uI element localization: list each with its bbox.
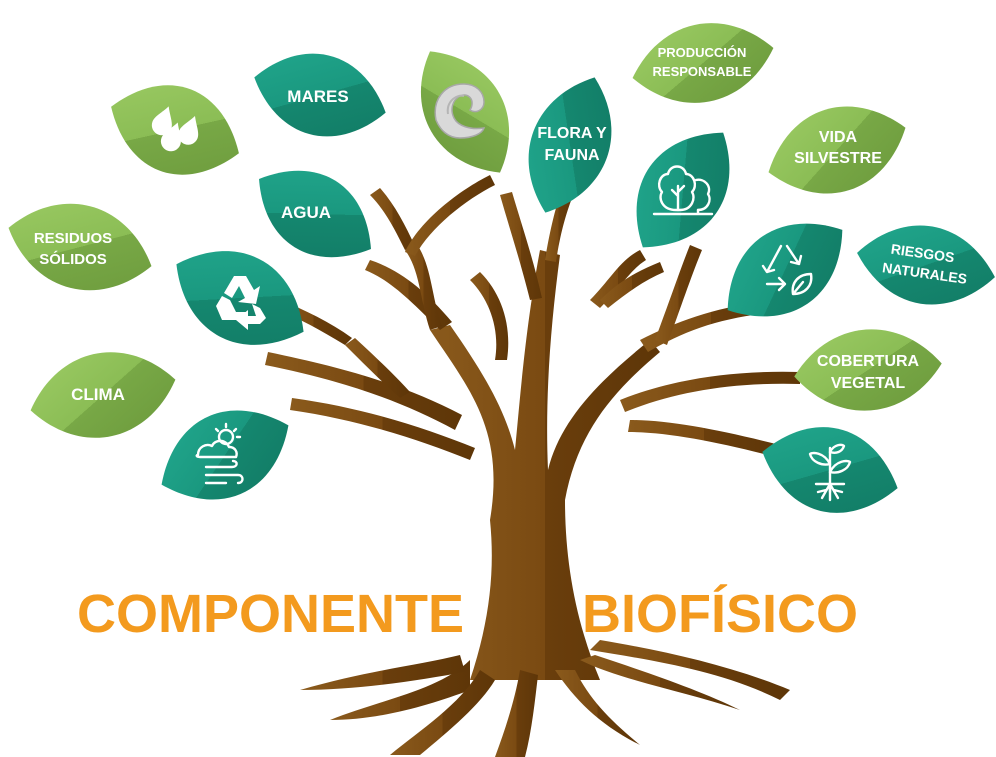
- leaf-recycle-icon: [761, 244, 813, 296]
- leaf-agua-label: AGUA: [281, 203, 331, 222]
- leaf-water-drops: [111, 85, 239, 175]
- leaf-riesgos: [857, 225, 995, 305]
- weather-icon: [195, 422, 244, 485]
- trees-icon: [652, 165, 714, 216]
- leaf-recycle: [176, 251, 304, 345]
- leaf-cobertura-line1: COBERTURA: [817, 353, 920, 370]
- leaf-trees: [636, 132, 730, 248]
- leaf-flora-line2: FAUNA: [544, 147, 600, 164]
- leaf-residuos-solidos: [8, 203, 152, 291]
- leaf-produccion: [632, 23, 774, 103]
- wave-icon: [434, 83, 486, 139]
- leaf-vida-line1: VIDA: [819, 129, 858, 146]
- leaf-produccion-line2: RESPONSABLE: [653, 64, 752, 79]
- leaf-mares: [254, 53, 386, 137]
- leaf-produccion-line1: PRODUCCIÓN: [658, 45, 747, 60]
- title-right: BIOFÍSICO: [582, 584, 858, 644]
- leaf-cobertura: [794, 329, 942, 411]
- leaf-residuos-line2: SÓLIDOS: [39, 250, 107, 268]
- leaf-clima: [30, 352, 176, 438]
- leaf-weather: [161, 410, 289, 500]
- leaf-residuos-line1: RESIDUOS: [34, 230, 112, 247]
- leaf-cobertura-line2: VEGETAL: [831, 375, 906, 392]
- recycle-icon: [216, 276, 266, 330]
- leaf-flora-fauna: [528, 77, 612, 213]
- leaf-vida-line2: SILVESTRE: [794, 150, 882, 167]
- leaf-agua: [259, 170, 371, 258]
- tree-trunk: [265, 175, 800, 757]
- leaf-recycle-nature: [727, 223, 843, 317]
- leaf-vida-silvestre: [768, 106, 906, 194]
- title-left: COMPONENTE: [77, 584, 464, 644]
- plant-icon: [808, 443, 852, 502]
- leaf-wave: [421, 51, 509, 173]
- leaf-flora-line1: FLORA Y: [537, 125, 607, 142]
- leaf-mares-label: MARES: [287, 87, 348, 106]
- water-drops-icon: [151, 106, 199, 152]
- leaf-clima-label: CLIMA: [71, 385, 125, 404]
